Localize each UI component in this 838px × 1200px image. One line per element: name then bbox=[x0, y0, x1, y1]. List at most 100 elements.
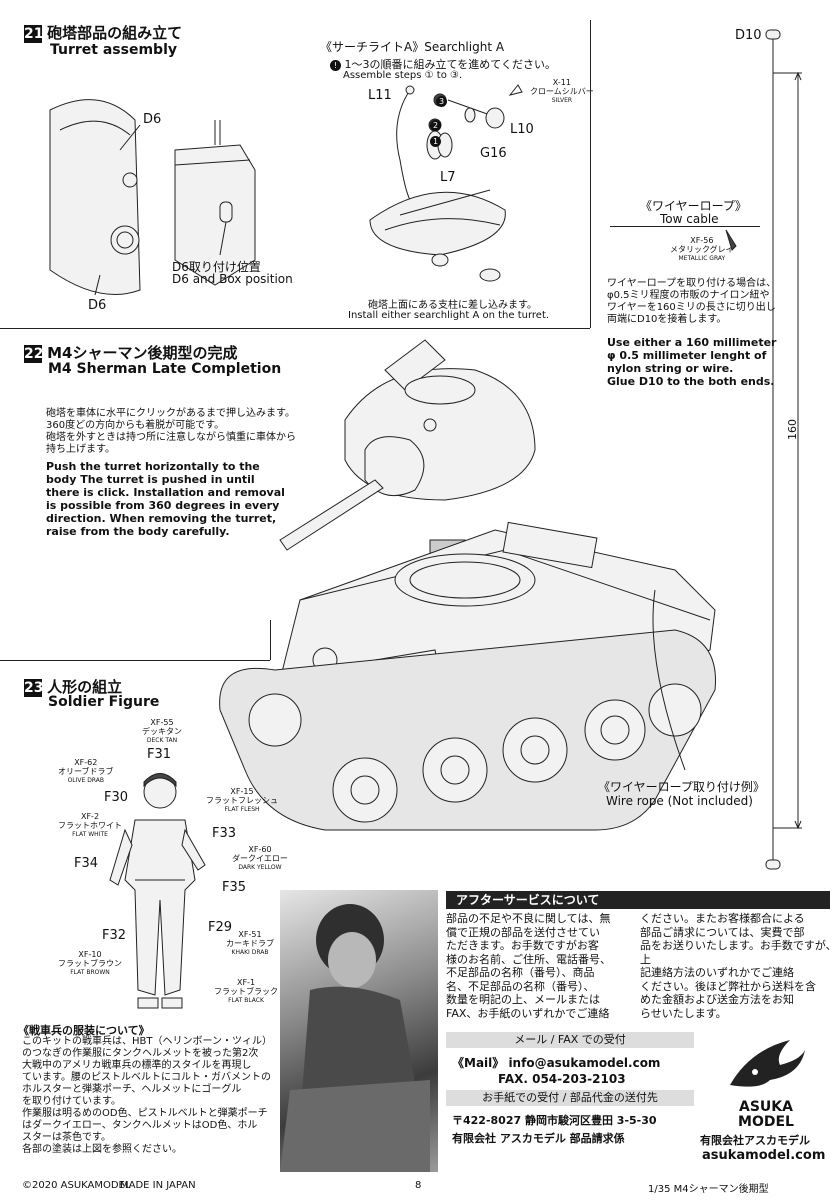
paint-code: XF-15 bbox=[230, 787, 254, 796]
paint-code: XF-60 bbox=[248, 845, 272, 854]
part-label-f33: F33 bbox=[212, 826, 237, 841]
part-label-g16: G16 bbox=[480, 146, 507, 161]
part-label-l7: L7 bbox=[440, 170, 456, 185]
wire-length-label: 160 bbox=[786, 419, 799, 440]
wire-example-en: Wire rope (Not included) bbox=[606, 794, 753, 808]
uniform-text-line: を取り付けています。 bbox=[22, 1096, 121, 1107]
wire-note-en: Use either a 160 millimeter φ 0.5 millim… bbox=[607, 336, 776, 388]
part-label-d10: D10 bbox=[735, 28, 762, 43]
paint-jp: フラットホワイト bbox=[58, 821, 122, 830]
aftersales-line: 品をお送りいたします。お手数ですが、上 bbox=[640, 939, 837, 966]
searchlight-install-en: Install either searchlight A on the turr… bbox=[348, 310, 550, 321]
aftersales-line: ただきます。お手数ですがお客 bbox=[446, 939, 599, 952]
uniform-text-line: このキットの戦車兵は、HBT（ヘリンボーン・ツィル） bbox=[22, 1036, 272, 1047]
step22-note-jp-line: 砲塔を車体に水平にクリックがあるまで押し込みます。 bbox=[46, 408, 295, 419]
paint-jp: カーキドラブ bbox=[226, 939, 274, 948]
paint-en: DARK YELLOW bbox=[238, 864, 282, 871]
uniform-text-line: ています。腰のピストルベルトにコルト・ガバメントの bbox=[22, 1072, 271, 1083]
wire-note-en-line: Use either a 160 millimeter bbox=[607, 336, 777, 349]
step22-note-en-line: is possible from 360 degrees in every bbox=[46, 499, 280, 512]
uniform-text-line: 作業服は明るめのOD色、ピストルベルトと弾薬ポーチ bbox=[22, 1108, 268, 1119]
part-label-l10: L10 bbox=[510, 122, 534, 137]
step21-title-en: Turret assembly bbox=[50, 42, 177, 58]
part-label-l11: L11 bbox=[368, 88, 392, 103]
wire-rope-illustration bbox=[765, 29, 802, 870]
paint-xf56-code: XF-56 bbox=[690, 236, 714, 245]
mail-fax-title: メール / FAX での受付 bbox=[446, 1032, 694, 1048]
step23-header: 23 人形の組立 bbox=[24, 676, 122, 697]
paint-en: KHAKI DRAB bbox=[231, 949, 269, 956]
aftersales-line: 名、不足部品の名称（番号）、 bbox=[446, 979, 595, 993]
step-mark-1: 1 bbox=[430, 136, 441, 147]
step22-note-en-line: raise from the body carefully. bbox=[46, 525, 230, 538]
step22-title-jp: M4シャーマン後期型の完成 bbox=[47, 344, 238, 362]
footer-made-in: MADE IN JAPAN bbox=[120, 1180, 196, 1191]
label-d6-top: D6 bbox=[143, 112, 162, 127]
brand-url[interactable]: asukamodel.com bbox=[702, 1148, 826, 1163]
paint-x11-en: SILVER bbox=[551, 97, 573, 104]
paint-en: OLIVE DRAB bbox=[67, 777, 104, 784]
label-d6-position-jp: D6取り付け位置 bbox=[172, 260, 261, 274]
company-department: 有限会社 アスカモデル 部品請求係 bbox=[452, 1132, 625, 1145]
paint-xf56-en: METALLIC GRAY bbox=[678, 255, 726, 262]
step22-header: 22 M4シャーマン後期型の完成 bbox=[24, 342, 237, 363]
step-number-22: 22 bbox=[24, 345, 44, 363]
step21-header: 21 砲塔部品の組み立て bbox=[24, 22, 182, 43]
aftersales-line: 不足部品の名称（番号）、商品 bbox=[446, 966, 595, 979]
step22-note-en: Push the turret horizontally to the body… bbox=[46, 460, 285, 538]
searchlight-note-en: Assemble steps ① to ③. bbox=[343, 70, 463, 81]
postal-address: 〒422-8027 静岡市駿河区豊田 3-5-30 bbox=[452, 1114, 657, 1127]
uniform-title: 《戦車兵の服装について》 bbox=[18, 1024, 150, 1037]
wire-note-en-line: nylon string or wire. bbox=[607, 362, 734, 375]
aftersales-col1: 部品の不足や不良に関しては、無 償で正規の部品を送付させてい ただきます。お手数… bbox=[446, 912, 611, 1020]
step23-title-jp: 人形の組立 bbox=[47, 678, 123, 696]
soldier-figure-illustration bbox=[109, 773, 206, 1009]
mail-address[interactable]: 《Mail》 info@asukamodel.com bbox=[452, 1056, 661, 1070]
paint-jp: フラットフレッシュ bbox=[206, 796, 278, 805]
paint-code: XF-55 bbox=[150, 718, 174, 727]
paint-xf56-jp: メタリックグレイ bbox=[670, 245, 734, 254]
wire-note-en-line: Glue D10 to the both ends. bbox=[607, 375, 775, 388]
step-mark-3: 3 bbox=[436, 96, 447, 107]
wire-title-en: Tow cable bbox=[660, 212, 719, 226]
step-mark-2: 2 bbox=[430, 120, 441, 131]
wire-note-en-line: φ 0.5 millimeter lenght of bbox=[607, 349, 767, 362]
paint-jp: ダークイエロー bbox=[232, 854, 288, 863]
wire-title-jp: 《ワイヤーロープ》 bbox=[640, 199, 747, 213]
step21-title-jp: 砲塔部品の組み立て bbox=[47, 24, 183, 42]
wire-note-jp-line: ワイヤーロープを取り付ける場合は、 bbox=[607, 278, 777, 289]
turret-assembly-illustration bbox=[49, 99, 256, 296]
paint-en: DECK TAN bbox=[146, 737, 178, 744]
uniform-text-line: はダークイエロー、タンクヘルメットはOD色、ホル bbox=[22, 1120, 258, 1131]
step22-note-en-line: Push the turret horizontally to the bbox=[46, 460, 260, 473]
divider-step22-v bbox=[270, 620, 271, 660]
paint-code: XF-62 bbox=[74, 758, 98, 767]
aftersales-line: ください。またお客様都合による bbox=[640, 912, 805, 925]
uniform-text-line: のつなぎの作業服にタンクヘルメットを被った第2次 bbox=[22, 1048, 259, 1059]
part-label-f32: F32 bbox=[102, 928, 127, 943]
brand-company: 有限会社アスカモデル bbox=[700, 1134, 810, 1147]
soldier-photo bbox=[280, 890, 438, 1172]
footer-page-number: 8 bbox=[415, 1180, 422, 1191]
letter-title: お手紙での受付 / 部品代金の送付先 bbox=[446, 1090, 694, 1106]
paint-x11-code: X-11 bbox=[552, 78, 571, 87]
paint-brush-icon bbox=[725, 229, 737, 251]
paint-code: XF-1 bbox=[236, 978, 256, 987]
wire-note-jp: ワイヤーロープを取り付ける場合は、 φ0.5ミリ程度の市販のナイロン紐や ワイヤ… bbox=[607, 278, 776, 326]
uniform-text: このキットの戦車兵は、HBT（ヘリンボーン・ツィル） のつなぎの作業服にタンクヘ… bbox=[22, 1036, 272, 1156]
paint-code: XF-51 bbox=[238, 930, 262, 939]
paint-jp: オリーブドラブ bbox=[58, 767, 114, 776]
paint-code: XF-10 bbox=[78, 950, 102, 959]
searchlight-title: 《サーチライトA》Searchlight A bbox=[320, 40, 505, 54]
step-number-23: 23 bbox=[24, 679, 44, 697]
step22-note-jp: 砲塔を車体に水平にクリックがあるまで押し込みます。 360度どの方向からも着脱が… bbox=[46, 408, 296, 456]
aftersales-line: ください。後ほど弊社から送料を含 bbox=[640, 979, 816, 993]
step23-title-en: Soldier Figure bbox=[48, 694, 160, 710]
step22-title-en: M4 Sherman Late Completion bbox=[48, 361, 282, 377]
